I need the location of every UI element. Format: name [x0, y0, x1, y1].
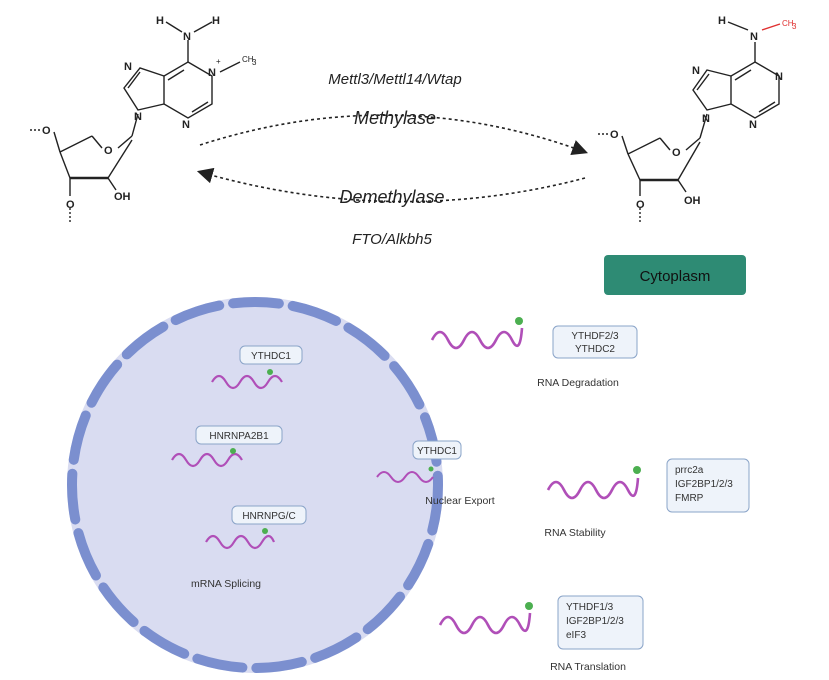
export-label: Nuclear Export [425, 495, 495, 507]
atom-o: O [672, 147, 681, 159]
atom-o: O [610, 129, 619, 141]
atom-h: H [718, 15, 726, 27]
demethylase-label: Demethylase [339, 187, 444, 207]
reader-box-hnrnpg: HNRNPG/C [231, 505, 307, 525]
nucleus [67, 297, 443, 673]
atom-n: N [124, 61, 132, 73]
m6a-mark [267, 369, 273, 375]
reader-name: eIF3 [566, 630, 586, 641]
m6a-mark [525, 602, 533, 610]
atom-n: N [749, 119, 757, 131]
reader-name: HNRNPG/C [242, 511, 295, 522]
mrna-strand [430, 327, 524, 350]
reader-name: IGF2BP1/2/3 [675, 479, 733, 490]
methyl-group: CH [242, 55, 254, 64]
m6a-mark [262, 528, 268, 534]
atom-n: N [183, 31, 191, 43]
left-molecule-labels: H N H N + CH 3 N N N O O OH O [42, 15, 257, 211]
splicing-label: mRNA Splicing [191, 578, 261, 590]
methylase-label: Methylase [354, 108, 436, 128]
m6a-mark [428, 466, 434, 472]
reader-box-hnrnpa2b1: HNRNPA2B1 [195, 425, 283, 445]
methyl-group: CH [782, 19, 794, 28]
reader-name: YTHDC1 [417, 446, 457, 457]
reader-name: YTHDC1 [251, 351, 291, 362]
reader-box-degradation: YTHDF2/3 YTHDC2 [552, 325, 638, 359]
methyl-subscript: 3 [792, 22, 797, 31]
reader-name: IGF2BP1/2/3 [566, 616, 624, 627]
reader-box-export: YTHDC1 [412, 440, 462, 460]
reader-box-translation: YTHDF1/3 IGF2BP1/2/3 eIF3 [557, 595, 644, 650]
atom-n: N [692, 65, 700, 77]
mrna-strand [205, 534, 276, 550]
m6a-mark [515, 317, 523, 325]
translation-label: RNA Translation [550, 661, 626, 673]
reader-name: YTHDF1/3 [566, 602, 614, 613]
atom-o: O [636, 199, 645, 211]
atom-n: N [134, 111, 142, 123]
degradation-label: RNA Degradation [537, 377, 619, 389]
left-molecule [30, 21, 241, 222]
reader-name: YTHDF2/3 [571, 331, 619, 342]
m6a-mark [230, 448, 236, 454]
right-molecule-labels: H N CH 3 N N N N O O OH O [610, 15, 797, 211]
atom-n: N [182, 119, 190, 131]
reader-box-ythdc1: YTHDC1 [239, 345, 303, 365]
atom-n: N [208, 67, 216, 79]
atom-o: O [42, 125, 51, 137]
atom-o: O [66, 199, 75, 211]
charge-plus: + [216, 57, 221, 66]
reader-name: HNRNPA2B1 [209, 431, 269, 442]
atom-o: O [104, 145, 113, 157]
atom-n: N [702, 113, 710, 125]
mrna-strand [376, 471, 434, 483]
atom-h: H [212, 15, 220, 27]
right-molecule [598, 21, 781, 222]
cytoplasm-badge [604, 255, 746, 295]
atom-n: N [750, 31, 758, 43]
erasers-label: FTO/Alkbh5 [352, 231, 432, 248]
mrna-strand [211, 374, 283, 390]
atom-oh: OH [684, 195, 701, 207]
cytoplasm-label: Cytoplasm [640, 268, 711, 285]
mrna-strand [546, 477, 640, 500]
reader-name: FMRP [675, 493, 704, 504]
reader-name: prrc2a [675, 465, 704, 476]
methyl-subscript: 3 [252, 58, 257, 67]
stability-label: RNA Stability [544, 527, 606, 539]
demethylation-arrow [196, 167, 586, 203]
atom-n: N [775, 71, 783, 83]
mrna-strand [438, 612, 532, 635]
m6a-mark [633, 466, 641, 474]
atom-oh: OH [114, 191, 131, 203]
writers-label: Mettl3/Mettl14/Wtap [328, 71, 461, 88]
atom-h: H [156, 15, 164, 27]
reader-name: YTHDC2 [575, 344, 615, 355]
reader-box-stability: prrc2a IGF2BP1/2/3 FMRP [666, 458, 750, 513]
mrna-strand [171, 452, 243, 468]
